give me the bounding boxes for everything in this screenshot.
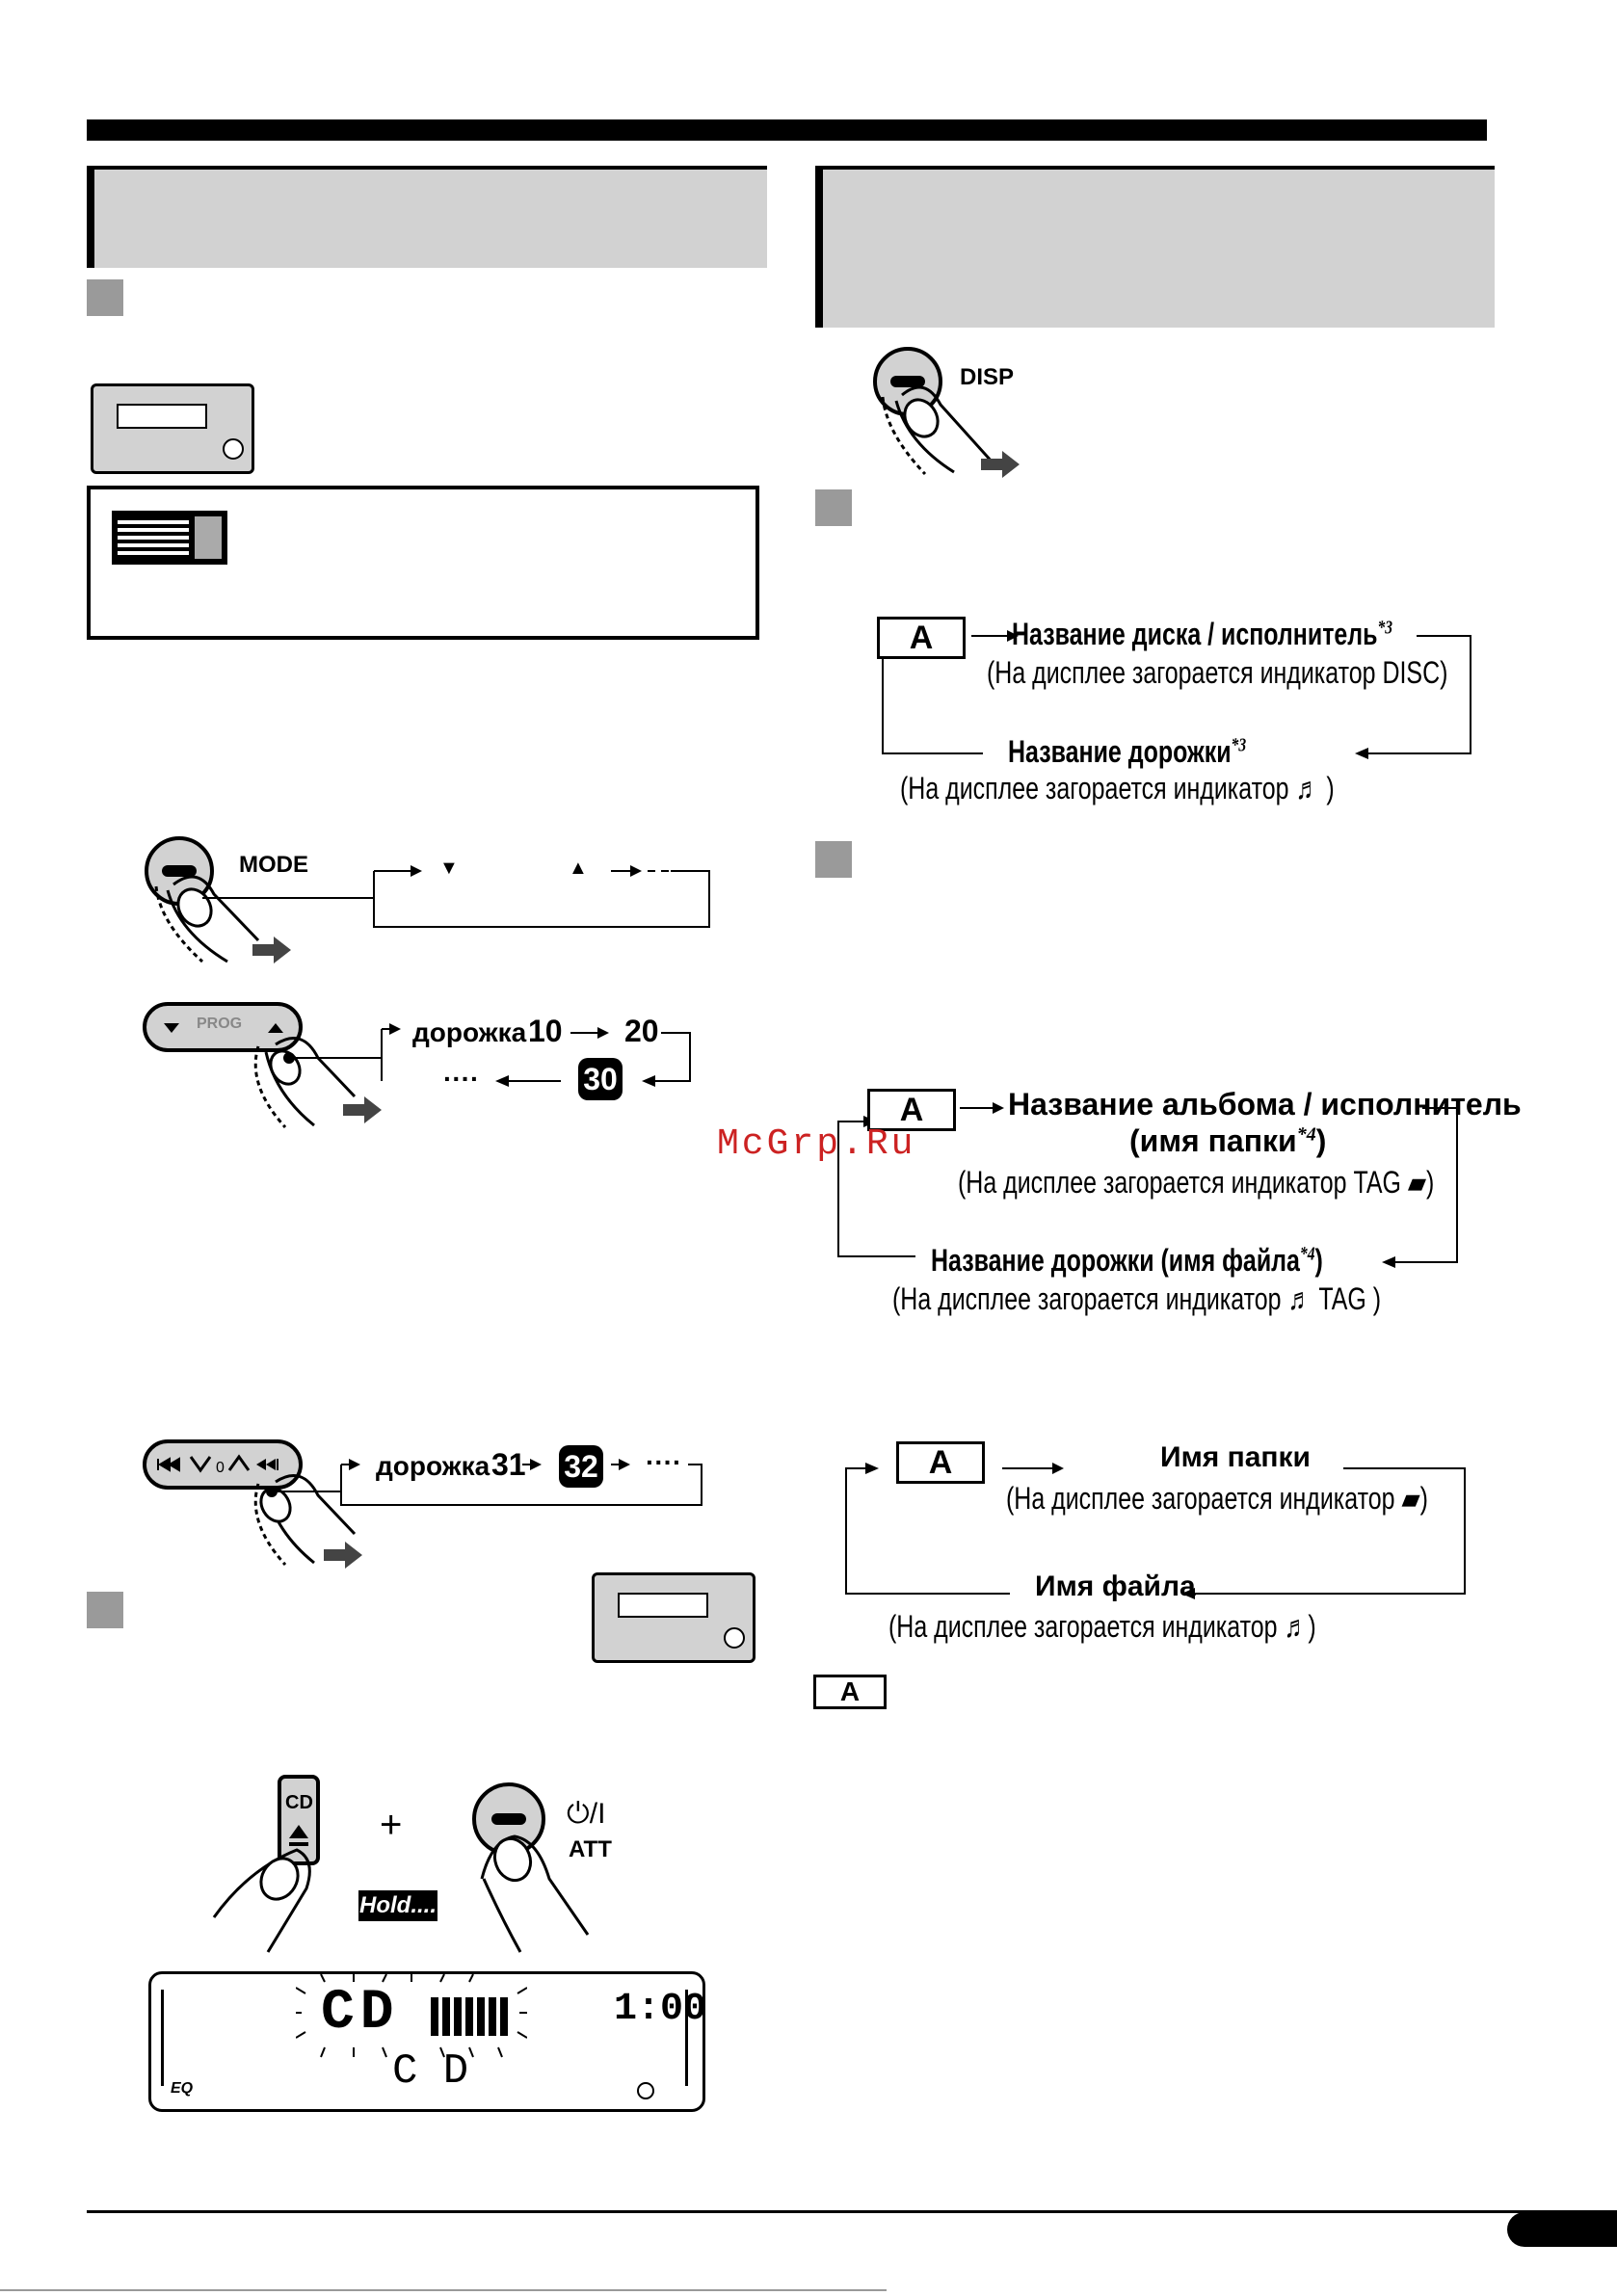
skip-button-illustration: 0 [143,1439,702,1569]
mode-button-illustration [145,836,710,963]
skip-track-a: 31 [491,1447,526,1482]
top-rule [87,119,1487,141]
cd-eject-label: CD [285,1792,313,1813]
cd-line1-sub: (На дисплее загорается индикатор DISC) [987,655,1448,690]
mp3-tag-line2: Название дорожки (имя файла*4) [931,1243,1323,1278]
hold-label: Hold.... [358,1890,437,1921]
step-square-3 [815,489,852,526]
step-square-4 [815,841,852,878]
step-square-1 [87,279,123,316]
mp3-notag-line1: Имя папки [1160,1441,1311,1473]
disc-slot-icon [112,511,227,565]
mode-label: MODE [239,852,308,878]
lcd-time: 1:00 [614,1988,707,2031]
skip-track-prefix: дорожка [376,1451,490,1481]
cd-line2-sub: (На дисплее загорается индикатор ♬ ) [900,771,1335,805]
lcd-sub: C D [392,2047,469,2096]
cd-a-box: A [877,617,966,659]
lcd-main: CD [321,1982,400,2045]
lcd-sparkle [296,1974,527,2058]
prog-track-a: 10 [528,1014,563,1048]
mode-up-arrow: ▲ [569,858,588,879]
cd-line1: Название диска / исполнитель*3 [1012,617,1393,651]
a-legend-box: A [813,1675,887,1709]
mode-down-arrow: ▼ [439,858,459,879]
prog-track-prefix: дорожка [412,1017,527,1047]
skip-track-b: 32 [559,1445,603,1488]
mp3-tag-flow-lines [837,1102,1458,1268]
prog-track-b: 20 [624,1014,659,1048]
mp3-notag-line2: Имя файла [1035,1570,1196,1602]
lcd-display: CD 1:00 C D EQ [148,1971,707,2112]
left-section-header [87,166,767,268]
mp3-tag-line2-sub: (На дисплее загорается индикатор ♬ TAG ) [892,1281,1382,1316]
prog-button-illustration [143,1002,691,1129]
unit-icon [91,383,254,474]
bottom-hairline [0,2289,887,2291]
disp-label: DISP [960,364,1015,390]
svg-text:0: 0 [216,1460,225,1476]
right-section-header [815,166,1495,328]
note-box [87,486,759,640]
mp3-tag-line1-sub: (На дисплее загорается индикатор TAG ▰) [958,1165,1435,1200]
prog-dots: ···· [443,1064,480,1094]
mp3-notag-a-box: A [896,1441,985,1484]
skip-dots: ···· [646,1447,682,1477]
prog-track-c: 30 [578,1058,623,1100]
bottom-rule [87,2210,1617,2213]
mp3-tag-a-box: A [867,1089,956,1131]
lcd-disc-icon [637,2082,654,2099]
mp3-notag-line1-sub: (На дисплее загорается индикатор ▰) [1006,1481,1428,1516]
cd-eject-illustration [212,1775,320,1953]
mp3-tag-line1b: (имя папки*4) [1129,1123,1327,1158]
plus-sign: + [380,1804,403,1846]
att-label: ATT [569,1836,612,1862]
disp-button-illustration [873,347,1020,478]
cd-line2: Название дорожки*3 [1008,734,1247,769]
mp3-notag-flow-lines [845,1463,1466,1599]
step-square-2 [87,1592,123,1628]
prog-label: PROG [197,1016,243,1032]
power-symbol: ⏻/I [567,1798,606,1830]
mp3-tag-line1: Название альбома / исполнитель [1008,1087,1522,1122]
lcd-bars-icon [431,1997,508,2036]
lcd-eq: EQ [171,2080,194,2097]
watermark: McGrp.Ru [717,1123,916,1165]
page-number-tab [1507,2212,1617,2247]
power-button-illustration [472,1782,590,1953]
unit-icon-2 [592,1572,755,1663]
mp3-notag-line2-sub: (На дисплее загорается индикатор ♬) [888,1609,1316,1644]
